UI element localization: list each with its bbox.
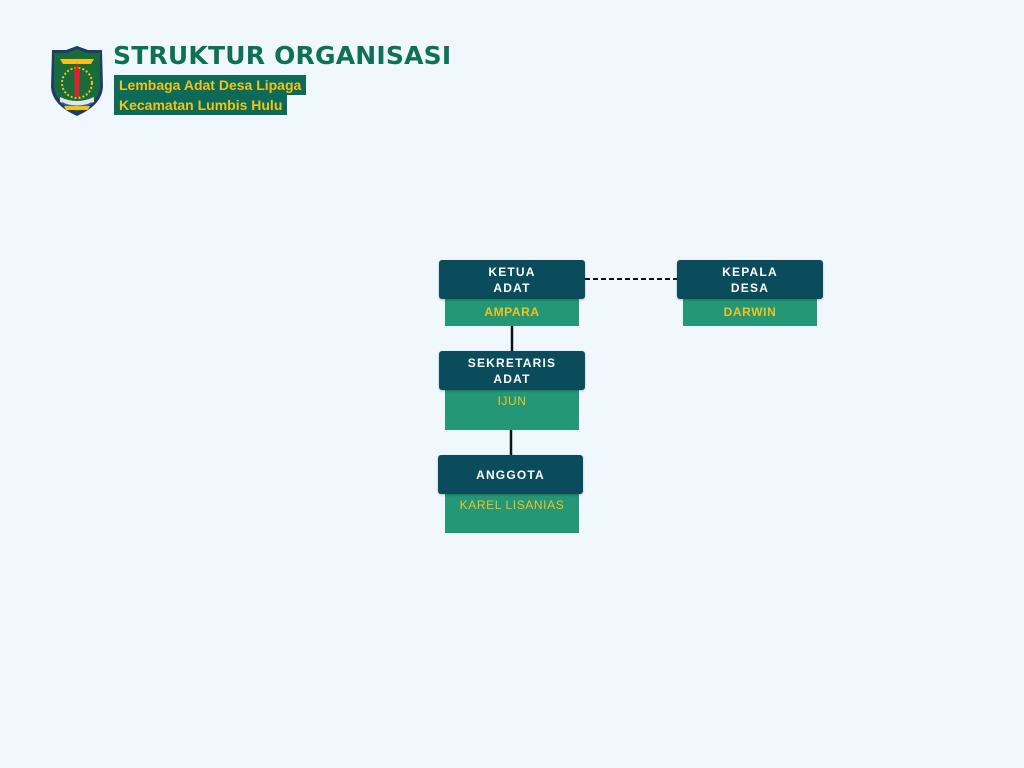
- anggota-role-label: ANGGOTA: [476, 467, 545, 482]
- ketua-adat-role-line2: ADAT: [493, 280, 531, 295]
- anggota-role-box: ANGGOTA: [438, 455, 583, 494]
- kepala-desa-role-box: KEPALA DESA: [677, 260, 823, 299]
- sekretaris-adat-name: IJUN: [445, 389, 579, 430]
- kepala-desa-name: DARWIN: [683, 298, 817, 326]
- ketua-adat-name: AMPARA: [445, 298, 579, 326]
- ketua-adat-role-line1: KETUA: [488, 264, 536, 279]
- sekretaris-adat-role-line2: ADAT: [493, 371, 531, 386]
- district-subtitle: Kecamatan Lumbis Hulu: [114, 95, 288, 115]
- kepala-desa-role-line1: KEPALA: [722, 264, 778, 279]
- regency-emblem-icon: [51, 46, 103, 116]
- sekretaris-adat-role-box: SEKRETARIS ADAT: [439, 351, 585, 390]
- anggota-name: KAREL LISANIAS: [445, 493, 579, 533]
- ketua-adat-role-box: KETUA ADAT: [439, 260, 585, 299]
- organization-subtitle: Lembaga Adat Desa Lipaga: [114, 75, 307, 95]
- sekretaris-adat-role-line1: SEKRETARIS: [467, 355, 557, 370]
- kepala-desa-role-line2: DESA: [730, 280, 770, 295]
- page-title: STRUKTUR ORGANISASI: [113, 41, 452, 70]
